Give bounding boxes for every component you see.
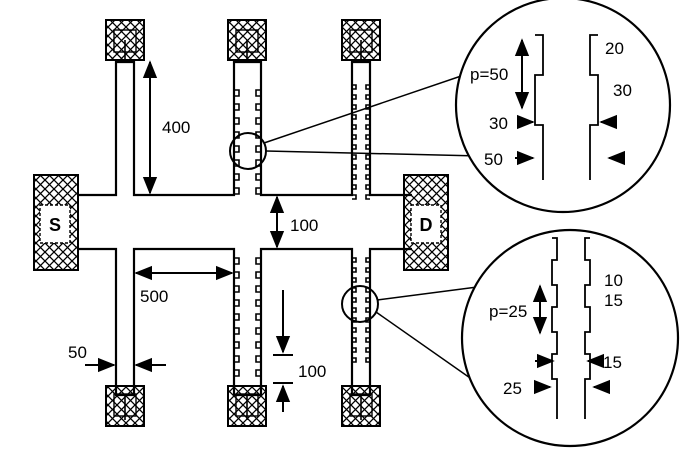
inset-bottom-period: p=25 [489,302,527,321]
dimension-arrows [85,60,293,412]
inset-top-d1: 20 [605,39,624,58]
source-label: S [49,215,61,235]
arm-length-label: 400 [162,118,190,137]
gap-label: 100 [298,362,326,381]
pad-inner-squares [113,29,373,417]
inset-top-right-edge [589,34,599,180]
contact-pads-top [105,19,381,61]
inset-bottom: p=25 10 15 15 25 [460,228,680,448]
probe-width-label: 50 [68,343,87,362]
channel-width-label: 100 [290,216,318,235]
corrugated-edges [233,84,371,377]
inset-bottom-d3: 15 [603,353,622,372]
inset-top-period: p=50 [470,65,508,84]
inset-top-left-edge [534,34,544,180]
contact-pads-bottom [105,385,381,427]
inset-top-d4: 50 [484,150,503,169]
hall-bar-outline [78,60,412,397]
probe-spacing-label: 500 [140,287,168,306]
drain-label: D [420,215,433,235]
inset-bottom-d4: 25 [503,379,522,398]
drain-pad: D [403,174,449,271]
inset-top: p=50 20 30 30 50 [454,0,672,214]
inset-top-d2: 30 [613,81,632,100]
source-pad: S [33,174,79,271]
inset-top-d3: 30 [489,114,508,133]
inset-bottom-left-edge [551,237,558,419]
inset-bottom-d2: 15 [604,291,623,310]
inset-bottom-d1: 10 [604,271,623,290]
zoom-circle-bottom [341,285,379,323]
inset-bottom-right-edge [584,237,591,419]
